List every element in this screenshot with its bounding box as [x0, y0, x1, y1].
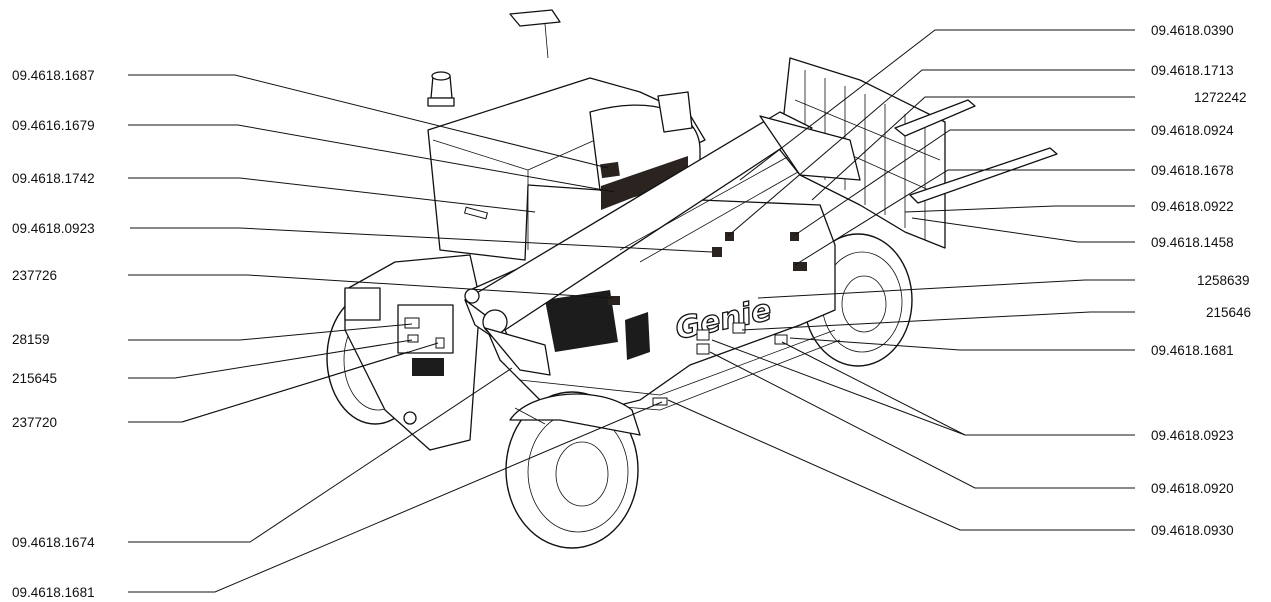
telescopic-boom: [464, 111, 861, 376]
label-left-8: 237720: [12, 415, 57, 430]
label-right-10: 09.4618.1681: [1151, 343, 1234, 358]
decal-09-4616-1679: [601, 156, 688, 210]
label-left-9: 09.4618.1674: [12, 535, 95, 550]
label-left-2: 09.4616.1679: [12, 118, 95, 133]
label-left-10: 09.4618.1681: [12, 585, 95, 600]
label-right-9: 215646: [1206, 305, 1251, 320]
telehandler-illustration: Genie: [326, 9, 1058, 549]
label-right-12: 09.4618.0920: [1151, 481, 1234, 496]
forks: [894, 99, 1058, 204]
label-left-1: 09.4618.1687: [12, 68, 95, 83]
label-right-3: 1272242: [1194, 90, 1247, 105]
label-right-1: 09.4618.0390: [1151, 23, 1234, 38]
label-left-5: 237726: [12, 268, 57, 283]
leader-lines: [128, 29, 1135, 593]
label-left-4: 09.4618.0923: [12, 221, 95, 236]
label-left-7: 215645: [12, 371, 57, 386]
labels-left: 09.4618.1687 09.4616.1679 09.4618.1742 0…: [12, 68, 95, 600]
label-right-2: 09.4618.1713: [1151, 63, 1234, 78]
labels-right: 09.4618.0390 09.4618.1713 1272242 09.461…: [1151, 23, 1251, 538]
label-left-3: 09.4618.1742: [12, 171, 95, 186]
label-right-6: 09.4618.0922: [1151, 199, 1234, 214]
label-right-11: 09.4618.0923: [1151, 428, 1234, 443]
label-right-7: 09.4618.1458: [1151, 235, 1234, 250]
label-right-13: 09.4618.0930: [1151, 523, 1234, 538]
label-right-8: 1258639: [1197, 273, 1250, 288]
rear-engine-housing: [344, 254, 481, 451]
label-right-5: 09.4618.1678: [1151, 163, 1234, 178]
decal-09-4618-1687: [600, 161, 620, 179]
label-left-6: 28159: [12, 332, 50, 347]
rear-right-tire: [505, 391, 641, 549]
label-right-4: 09.4618.0924: [1151, 123, 1234, 138]
